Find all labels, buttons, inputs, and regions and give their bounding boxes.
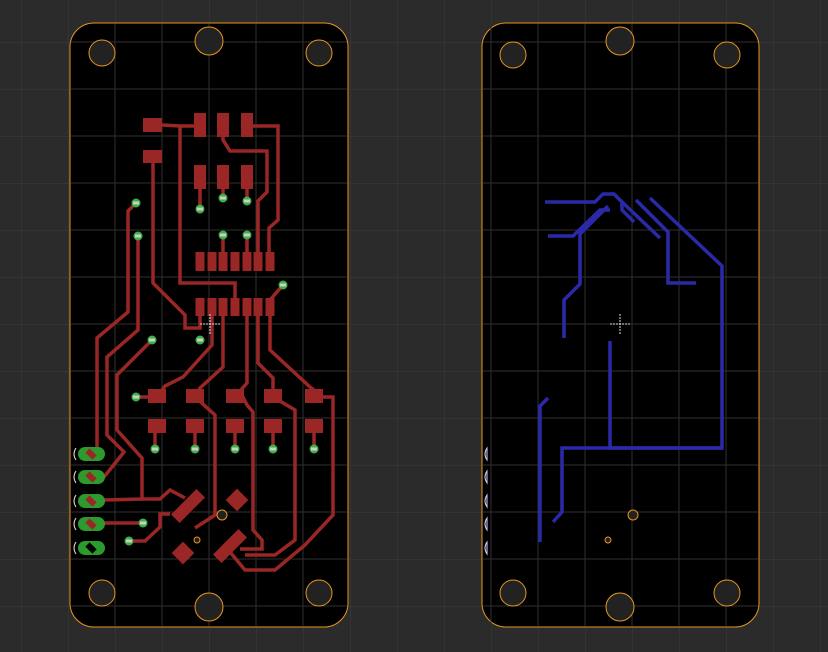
via: [195, 204, 205, 214]
pad: [148, 389, 166, 403]
through-hole: [627, 509, 639, 521]
ic-pin: [195, 298, 205, 316]
mounting-holes: [88, 26, 333, 622]
ic-pin: [207, 298, 217, 316]
via: [133, 231, 143, 241]
pad: [143, 150, 162, 163]
via: [138, 518, 148, 528]
pad: [186, 389, 204, 403]
pad: [148, 419, 166, 433]
via: [218, 230, 228, 240]
ic-pin: [195, 252, 205, 271]
pad: [186, 419, 204, 433]
via: [242, 230, 252, 240]
ic-pin: [253, 298, 263, 316]
via: [268, 444, 278, 454]
via: [230, 444, 240, 454]
via: [147, 335, 157, 345]
ic-pin: [218, 298, 228, 316]
via: [131, 198, 141, 208]
ic-pin: [218, 252, 228, 271]
via: [131, 392, 141, 402]
through-hole: [216, 509, 228, 521]
ic-pin: [230, 298, 240, 316]
board-bottom-view[interactable]: [481, 22, 760, 628]
pad: [226, 419, 244, 433]
connector-pin[interactable]: [73, 541, 105, 555]
connector-pin[interactable]: [73, 517, 105, 531]
ic-pin: [242, 252, 252, 271]
origin-crosshair-icon: [200, 314, 220, 334]
pad: [264, 389, 282, 403]
connector-outline-marks: [484, 446, 488, 556]
pad: [143, 118, 162, 132]
pad: [226, 389, 244, 403]
ic-pin: [253, 252, 263, 271]
pad: [305, 389, 323, 403]
connector-pin[interactable]: [73, 494, 105, 508]
via: [278, 280, 288, 290]
pad: [264, 419, 282, 433]
board-top-view[interactable]: [69, 22, 349, 628]
through-hole: [604, 536, 612, 544]
header-connector[interactable]: [73, 447, 105, 555]
via: [242, 196, 252, 206]
connector-pin[interactable]: [73, 447, 105, 461]
via: [150, 444, 160, 454]
via: [195, 335, 205, 345]
mounting-holes: [499, 26, 741, 622]
ic-pin: [242, 298, 252, 316]
via: [309, 444, 319, 454]
ic-pin: [207, 252, 217, 271]
ic-pin: [265, 252, 275, 271]
via: [190, 444, 200, 454]
via: [124, 536, 134, 546]
ic-pin: [230, 252, 240, 271]
via: [218, 193, 228, 203]
bottom-traces: [538, 192, 724, 542]
ic-pin: [265, 298, 275, 316]
pad: [305, 419, 323, 433]
origin-crosshair-icon: [610, 314, 630, 334]
connector-pin[interactable]: [73, 470, 105, 484]
vias: [124, 193, 319, 546]
through-hole: [193, 536, 201, 544]
